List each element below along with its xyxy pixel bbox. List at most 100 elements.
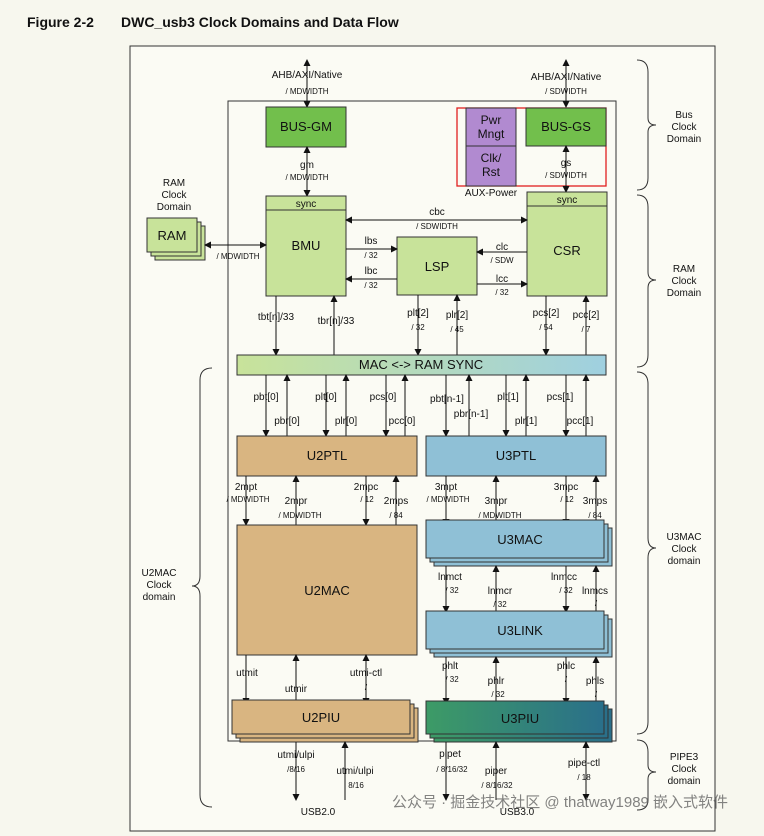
u3mac-domain-brace [636,371,657,735]
pbr0-label: pbr[0] [274,416,300,427]
bmu-label: BMU [292,238,321,253]
mpt2-width: / MDWIDTH [226,495,269,504]
utmit-label: utmit [236,668,258,679]
lbc-label: lbc [365,266,378,277]
ahb-right-label: AHB/AXI/Native [531,72,602,83]
plt2-width: / 32 [411,323,425,332]
lnmcc-label: lnmcc [551,572,577,583]
pcs2-label: pcs[2] [533,308,560,319]
mps2-width: / 84 [389,511,403,520]
gs-width: / SDWIDTH [545,171,587,180]
ahb-left-width: / MDWIDTH [285,87,328,96]
lsp-block [396,236,478,296]
ram-domain-brace-right [636,194,657,368]
phlt-width: / 32 [445,675,459,684]
ram-label: RAM [158,228,187,243]
lbc-width: / 32 [364,281,378,290]
mpr2-label: 2mpr [285,496,308,507]
clc-width: / SDW [490,256,514,265]
pcs1-label: pcs[1] [547,392,574,403]
phlr-width: / 32 [491,690,505,699]
figure-title: DWC_usb3 Clock Domains and Data Flow [121,14,399,30]
cbc-label: cbc [429,207,445,218]
ahb-left-label: AHB/AXI/Native [272,70,343,81]
lcc-width: / 32 [495,288,509,297]
pipe-ctl-label: pipe-ctl [568,758,600,769]
pipet-label: pipet [439,749,461,760]
usb3-label: USB3.0 [500,807,535,818]
gs-label: gs [561,158,572,169]
u3link-label: U3LINK [497,623,543,638]
lnmcc-width: / 32 [559,586,573,595]
outer-frame [129,45,716,832]
pipe-ctl-width: / 18 [577,773,591,782]
plt1-label: plt[1] [497,392,519,403]
plr2-label: plr[2] [446,310,468,321]
u3piu-label: U3PIU [501,711,539,726]
u2ptl-label: U2PTL [307,448,347,463]
piper-label: piper [485,766,508,777]
u3link-block [425,610,605,650]
pcc2-width: / 7 [582,325,591,334]
clk-rst-block [465,145,517,187]
u3piu-block [425,700,605,735]
mac-ram-sync-bar [236,354,607,376]
u2mac-domain-brace [191,367,213,808]
u2piu-label: U2PIU [302,710,340,725]
plt0-label: plt[0] [315,392,337,403]
u3ptl-label: U3PTL [496,448,536,463]
phlc-label: phlc [557,661,575,672]
u3ptl-block [425,435,607,477]
pipet-width: / 8/16/32 [436,765,468,774]
mpc3-label: 3mpc [554,482,578,493]
csr-block [526,205,608,297]
piper-width: / 8/16/32 [481,781,513,790]
plr1-label: plr[1] [515,416,537,427]
mac-ram-sync-label: MAC <-> RAM SYNC [359,357,483,372]
ram-bmu-width: / MDWIDTH [216,252,259,261]
lnmct-width: / 32 [445,586,459,595]
pcc0-label: pcc[0] [389,416,416,427]
tbr-label: tbr[n]/33 [318,316,355,327]
bmu-block [265,209,347,297]
pbrn1-label: pbr[n-1] [454,409,489,420]
pbtn1-label: pbt[n-1] [430,394,464,405]
mpr3-label: 3mpr [485,496,508,507]
pbt0-label: pbt[0] [253,392,278,403]
phlr-label: phlr [488,676,505,687]
controller-boundary [227,100,617,742]
plt2-label: plt[2] [407,308,429,319]
utmi-ulpi-a-width: /8/16 [287,765,305,774]
utmi-ulpi-a-label: utmi/ulpi [277,750,314,761]
u2mac-block [236,524,418,656]
aux-power-label: AUX-Power [465,188,518,199]
phlt-label: phlt [442,661,458,672]
lnmcr-width: / 32 [493,600,507,609]
clc-label: clc [496,242,508,253]
lnmct-label: lnmct [438,572,462,583]
bus-gs-label: BUS-GS [541,119,591,134]
lsp-label: LSP [425,259,450,274]
u2ptl-block [236,435,418,477]
mpt3-label: 3mpt [435,482,457,493]
ahb-right-width: / SDWIDTH [545,87,587,96]
utmi-ctl-label: utmi-ctl [350,668,382,679]
u3mac-block [425,519,605,559]
watermark: 公众号 · 掘金技术社区 @ thatway1989 嵌入式软件 [392,794,728,811]
ram-block [146,217,198,253]
pcc1-label: pcc[1] [567,416,594,427]
mpr3-width: / MDWIDTH [478,511,521,520]
lbs-label: lbs [365,236,378,247]
bus-domain-brace [636,59,657,191]
bus-gm-block [265,106,347,148]
mpc3-width: / 12 [560,495,574,504]
u2mac-label: U2MAC [304,583,350,598]
gm-width: / MDWIDTH [285,173,328,182]
mps2-label: 2mps [384,496,408,507]
